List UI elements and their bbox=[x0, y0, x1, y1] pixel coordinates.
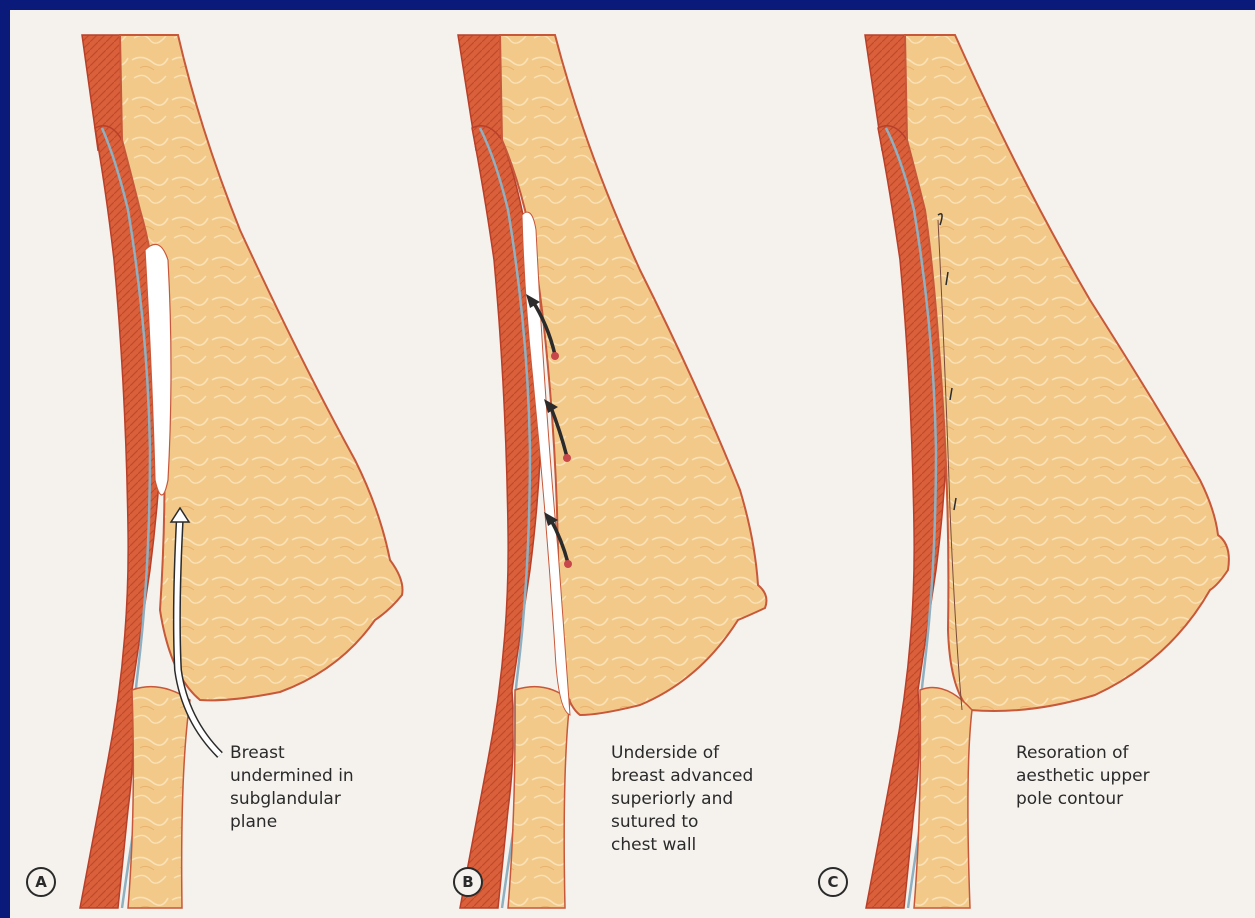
panel-c-caption: Resoration of aesthetic upper pole conto… bbox=[1016, 742, 1150, 811]
panel-a-caption: Breast undermined in subglandular plane bbox=[230, 742, 354, 834]
figure-frame: Breast undermined in subglandular plane … bbox=[10, 10, 1255, 918]
panel-b-label: B bbox=[453, 867, 483, 897]
panel-c-breast bbox=[905, 35, 1229, 711]
panel-b-caption: Underside of breast advanced superiorly … bbox=[611, 742, 753, 857]
panel-c-label: C bbox=[818, 867, 848, 897]
panel-a-label: A bbox=[26, 867, 56, 897]
